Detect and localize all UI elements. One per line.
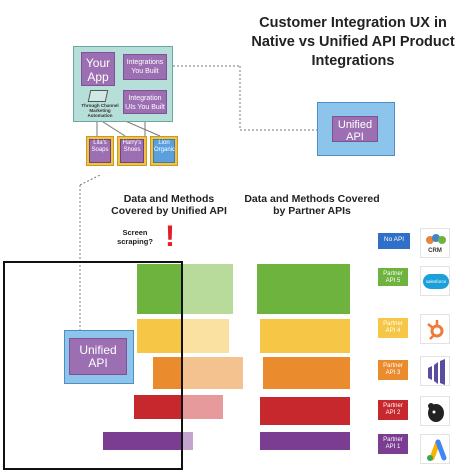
- integration-uis-box: Integration UIs You Built: [123, 90, 167, 114]
- salesforce-logo-text: salesforce: [423, 274, 449, 289]
- api-tag-partner-2: Partner API 2: [378, 400, 408, 420]
- customer-app-lilas: Lila's Soaps: [89, 139, 111, 163]
- unified-bar-purple: [103, 432, 183, 450]
- unified-api-bottom: Unified API: [69, 338, 127, 375]
- unified-bar-yellow: [137, 319, 183, 353]
- unified-bar-yellow-light: [183, 319, 229, 353]
- screen-scraping-note: Screen scraping?: [117, 228, 153, 246]
- exclamation-icon: !: [165, 220, 175, 253]
- unified-coverage-frame: [3, 261, 183, 470]
- unified-bar-purple-light: [183, 432, 193, 450]
- api-tag-partner-5: Partner API 5: [378, 268, 408, 286]
- partner-bar-red: [260, 397, 350, 425]
- mailchimp-logo-icon: [420, 396, 450, 426]
- google-ads-logo-icon: [420, 434, 450, 464]
- salesforce-logo-icon: salesforce: [420, 266, 450, 296]
- integrations-built-box: Integrations You Built: [123, 54, 167, 80]
- unified-bar-orange-light: [183, 357, 243, 389]
- api-tag-partner-3: Partner API 3: [378, 360, 408, 380]
- partner-bar-green: [257, 264, 350, 314]
- diagram-title: Customer Integration UX in Native vs Uni…: [251, 15, 455, 69]
- unified-bar-green-light: [183, 264, 233, 314]
- your-app-box: Your App: [81, 52, 115, 86]
- partner-bar-yellow: [260, 319, 350, 353]
- api-tag-no-api: No API: [378, 233, 410, 249]
- customer-app-harrys: Harry's Shoes: [120, 139, 144, 163]
- throughchannel-logo-icon: [87, 90, 109, 102]
- crm-logo-icon: CRM: [420, 228, 450, 258]
- hubspot-logo-icon: [420, 314, 450, 344]
- unified-bar-red: [134, 395, 183, 419]
- customer-app-lion: Lion Organic: [153, 139, 175, 163]
- partner-bar-orange: [263, 357, 350, 389]
- partner-bar-purple: [260, 432, 350, 450]
- marketo-logo-icon: [420, 356, 450, 386]
- api-tag-partner-1: Partner API 1: [378, 434, 408, 454]
- unified-api-top: Unified API: [332, 116, 378, 143]
- unified-bar-red-light: [183, 395, 223, 419]
- throughchannel-label: Through Channel Marketing Automation: [81, 103, 119, 118]
- unified-bar-orange: [153, 357, 183, 389]
- crm-logo-text: CRM: [428, 248, 442, 254]
- column-heading-partner: Data and Methods Covered by Partner APIs: [244, 193, 380, 217]
- column-heading-unified: Data and Methods Covered by Unified API: [111, 193, 227, 217]
- unified-bar-green: [137, 264, 183, 314]
- api-tag-partner-4: Partner API 4: [378, 318, 408, 338]
